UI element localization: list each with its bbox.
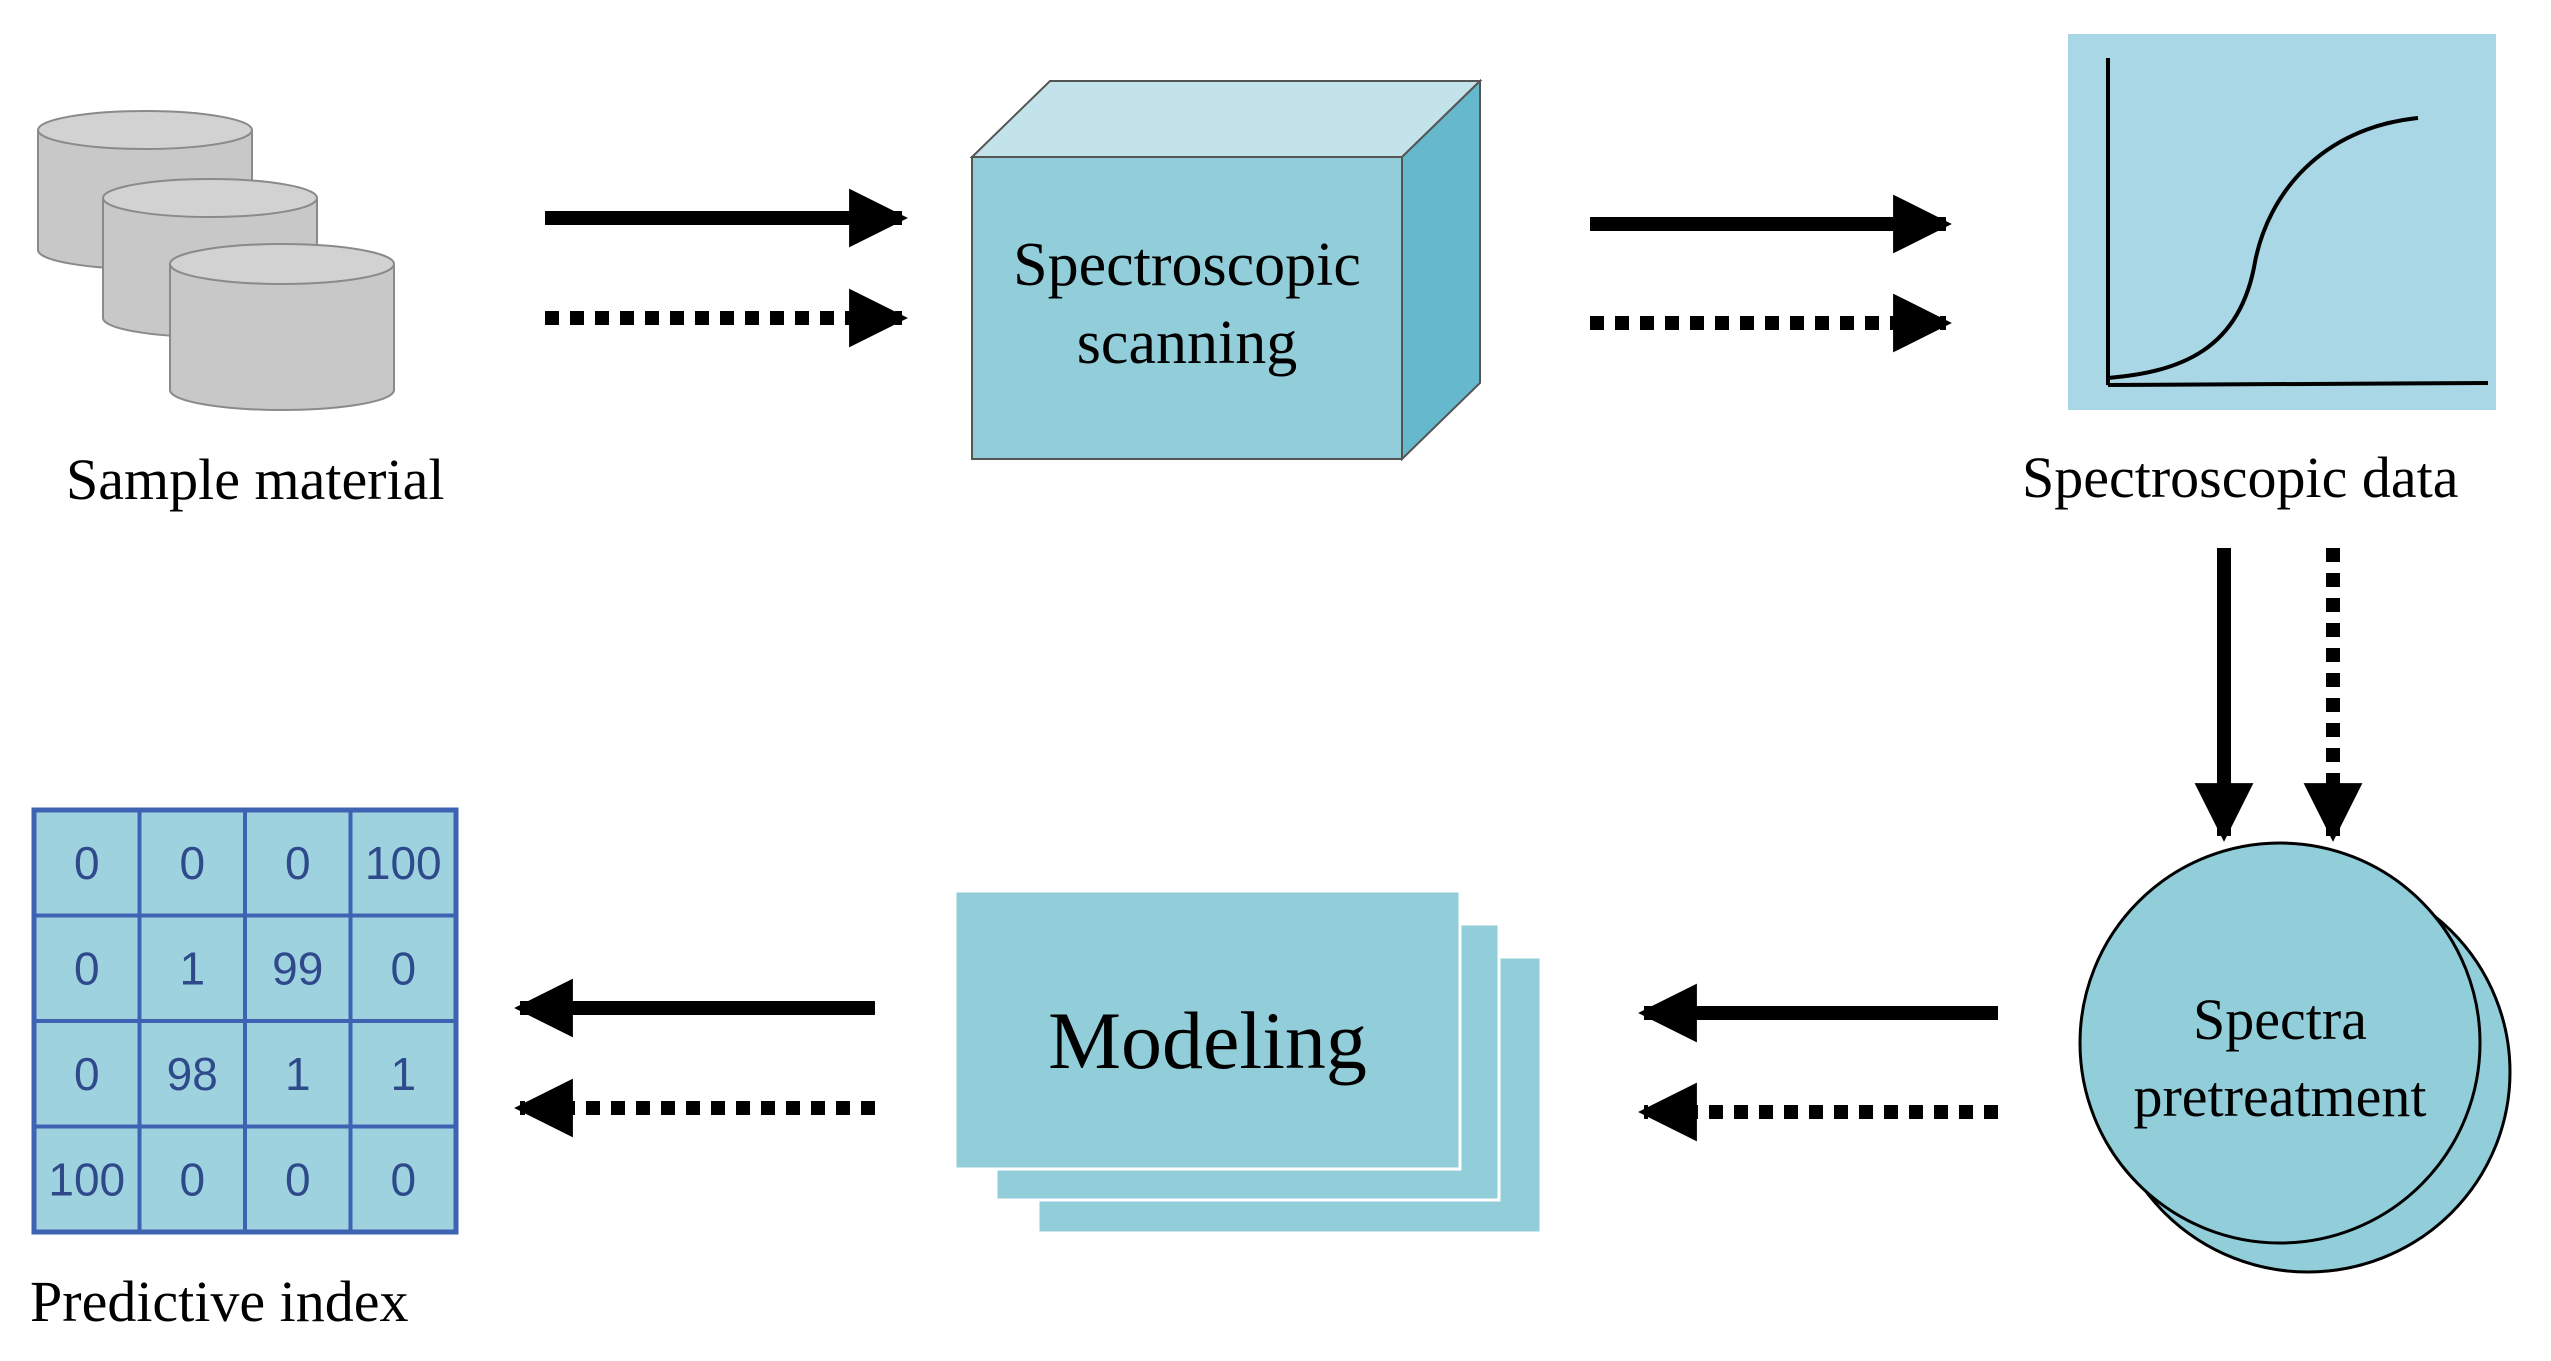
matrix-value-r1-c3: 0	[390, 942, 416, 994]
matrix-value-r2-c0: 0	[74, 1048, 100, 1100]
pretreatment-circles	[2078, 841, 2512, 1274]
matrix-value-r2-c1: 98	[167, 1048, 218, 1100]
predictive-index-matrix: 0 0 0 100 0 1 99 0 0 98 1 1 100 0 0 0	[31, 807, 459, 1235]
matrix-value-r1-c1: 1	[179, 942, 205, 994]
matrix-value-r0-c1: 0	[179, 837, 205, 889]
scanning-box-line2: scanning	[1076, 308, 1298, 377]
matrix-value-r3-c2: 0	[285, 1153, 311, 1205]
cylinder-front	[169, 243, 395, 411]
matrix-value-r0-c0: 0	[74, 837, 100, 889]
modeling-card-front	[953, 889, 1462, 1171]
scanning-box-top	[969, 80, 1483, 158]
matrix-value-r1-c0: 0	[74, 942, 100, 994]
matrix-value-r3-c0: 100	[48, 1153, 125, 1205]
pretreatment-line1: Spectra	[2193, 987, 2367, 1052]
spectroscopic-data-label: Spectroscopic data	[2022, 445, 2459, 510]
matrix-cell-r3-c3	[348, 1124, 458, 1234]
database-cylinders-icon	[37, 110, 395, 411]
matrix-value-r2-c3: 1	[390, 1048, 416, 1100]
spectrum-curve	[2107, 116, 2419, 380]
modeling-label: Modeling	[1048, 995, 1367, 1086]
spectrum-curve-icon	[2068, 34, 2496, 410]
sample-material-label: Sample material	[66, 447, 445, 512]
pretreatment-line2: pretreatment	[2133, 1063, 2427, 1129]
matrix-value-r0-c3: 100	[365, 837, 442, 889]
matrix-value-r3-c1: 0	[179, 1153, 205, 1205]
modeling-stack	[953, 889, 1543, 1235]
pretreatment-circle-front	[2078, 841, 2482, 1245]
scanning-box-text: Spectroscopic scanning	[972, 227, 1402, 382]
pretreatment-text: Spectra pretreatment	[2080, 982, 2480, 1135]
matrix-value-r3-c3: 0	[390, 1153, 416, 1205]
matrix-value-r0-c2: 0	[285, 837, 311, 889]
scanning-box-line1: Spectroscopic	[1013, 231, 1361, 299]
matrix-value-r2-c2: 1	[285, 1048, 311, 1100]
scanning-box-front	[971, 156, 1403, 460]
matrix-value-r1-c2: 99	[272, 942, 323, 994]
scanning-box	[969, 78, 1483, 462]
spectrum-x-axis	[2107, 381, 2489, 387]
spectrum-chart-background	[2068, 34, 2496, 410]
predictive-index-label: Predictive index	[30, 1269, 409, 1334]
